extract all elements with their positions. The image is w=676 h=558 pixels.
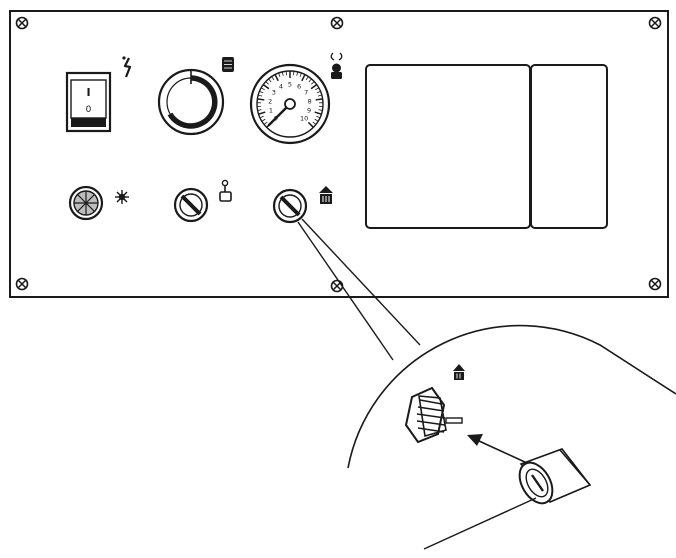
screw-icon bbox=[17, 279, 28, 290]
gauge-tick-label: 7 bbox=[304, 89, 308, 97]
thermostat-dial[interactable] bbox=[159, 70, 223, 134]
gauge-tick-label: 4 bbox=[279, 83, 283, 91]
screw-icon bbox=[17, 18, 28, 29]
indicator-light-icon bbox=[115, 190, 129, 204]
gauge-tick-label: 2 bbox=[268, 97, 272, 105]
gauge-tick-label: 8 bbox=[308, 97, 312, 105]
switch-on-symbol: I bbox=[86, 86, 90, 99]
screw-icon bbox=[332, 18, 343, 29]
reset-knob[interactable] bbox=[175, 189, 207, 221]
thermostat-icon bbox=[222, 57, 234, 72]
arrow-icon bbox=[467, 434, 527, 463]
gauge-tick-label: 1 bbox=[269, 107, 273, 115]
fuse-knob[interactable] bbox=[274, 190, 306, 222]
display-window bbox=[366, 65, 607, 228]
indicator-light bbox=[70, 187, 102, 219]
gauge-tick-label: 6 bbox=[297, 83, 301, 91]
screw-icon bbox=[650, 279, 661, 290]
fuse-icon bbox=[453, 364, 465, 380]
switch-off-symbol: 0 bbox=[86, 105, 92, 115]
screw-icon bbox=[650, 18, 661, 29]
fuse-holder bbox=[406, 388, 462, 442]
gauge-tick-label: 9 bbox=[307, 107, 311, 115]
gauge-tick-label: 3 bbox=[272, 89, 276, 97]
screw-icon bbox=[332, 281, 343, 292]
fuse-cartridge bbox=[513, 449, 590, 509]
power-switch[interactable]: I 0 bbox=[67, 73, 110, 131]
cartridge-leader bbox=[424, 498, 536, 549]
gauge-tick-label: 5 bbox=[288, 81, 292, 89]
detail-callout bbox=[348, 326, 676, 468]
gauge-tick-label: 10 bbox=[300, 115, 308, 123]
